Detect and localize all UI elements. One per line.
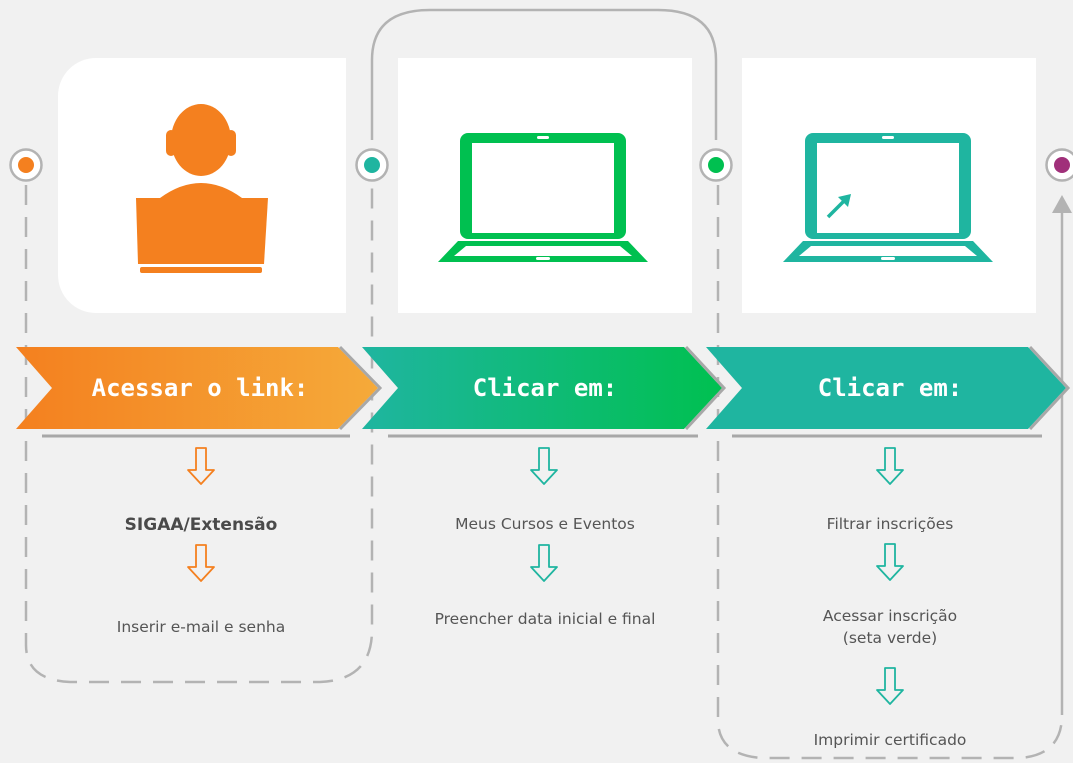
- up-arrow-head: [1052, 195, 1072, 213]
- step-preencher-data: Preencher data inicial e final: [434, 610, 656, 628]
- laptop-arrow-icon: [783, 133, 993, 262]
- step-filtrar-inscricoes: Filtrar inscrições: [826, 515, 954, 533]
- down-arrow-icon: [187, 447, 215, 485]
- banner-3-shape: [706, 345, 1071, 438]
- banner-2-shape: [362, 345, 727, 438]
- step-dot-orange: [9, 148, 43, 182]
- dashed-connector-3: [716, 185, 1064, 760]
- down-arrow-icon: [187, 544, 215, 582]
- banner-3-label: Clicar em:: [817, 374, 963, 402]
- banner-1-label: Acessar o link:: [91, 374, 309, 402]
- down-arrow-icon: [530, 544, 558, 582]
- step-acessar-inscricao: Acessar inscrição: [822, 607, 958, 625]
- top-arch-connector: [370, 8, 718, 140]
- person-at-laptop-icon: [136, 104, 268, 273]
- step-inserir-email: Inserir e-mail e senha: [116, 618, 286, 636]
- laptop-icon: [438, 133, 648, 262]
- down-arrow-icon: [530, 447, 558, 485]
- down-arrow-icon: [876, 667, 904, 705]
- step-imprimir-certificado: Imprimir certificado: [813, 731, 967, 749]
- down-arrow-icon: [876, 543, 904, 581]
- dashed-connector-1: [24, 185, 374, 684]
- step-sigaa-extensao: SIGAA/Extensão: [124, 515, 278, 535]
- step-dot-green: [699, 148, 733, 182]
- step-meus-cursos: Meus Cursos e Eventos: [455, 515, 635, 533]
- banner-2-label: Clicar em:: [472, 374, 618, 402]
- step-dot-purple: [1045, 148, 1073, 182]
- step-seta-verde: (seta verde): [842, 629, 938, 647]
- banner-1-shape: [16, 345, 383, 438]
- step-dot-teal: [355, 148, 389, 182]
- down-arrow-icon: [876, 447, 904, 485]
